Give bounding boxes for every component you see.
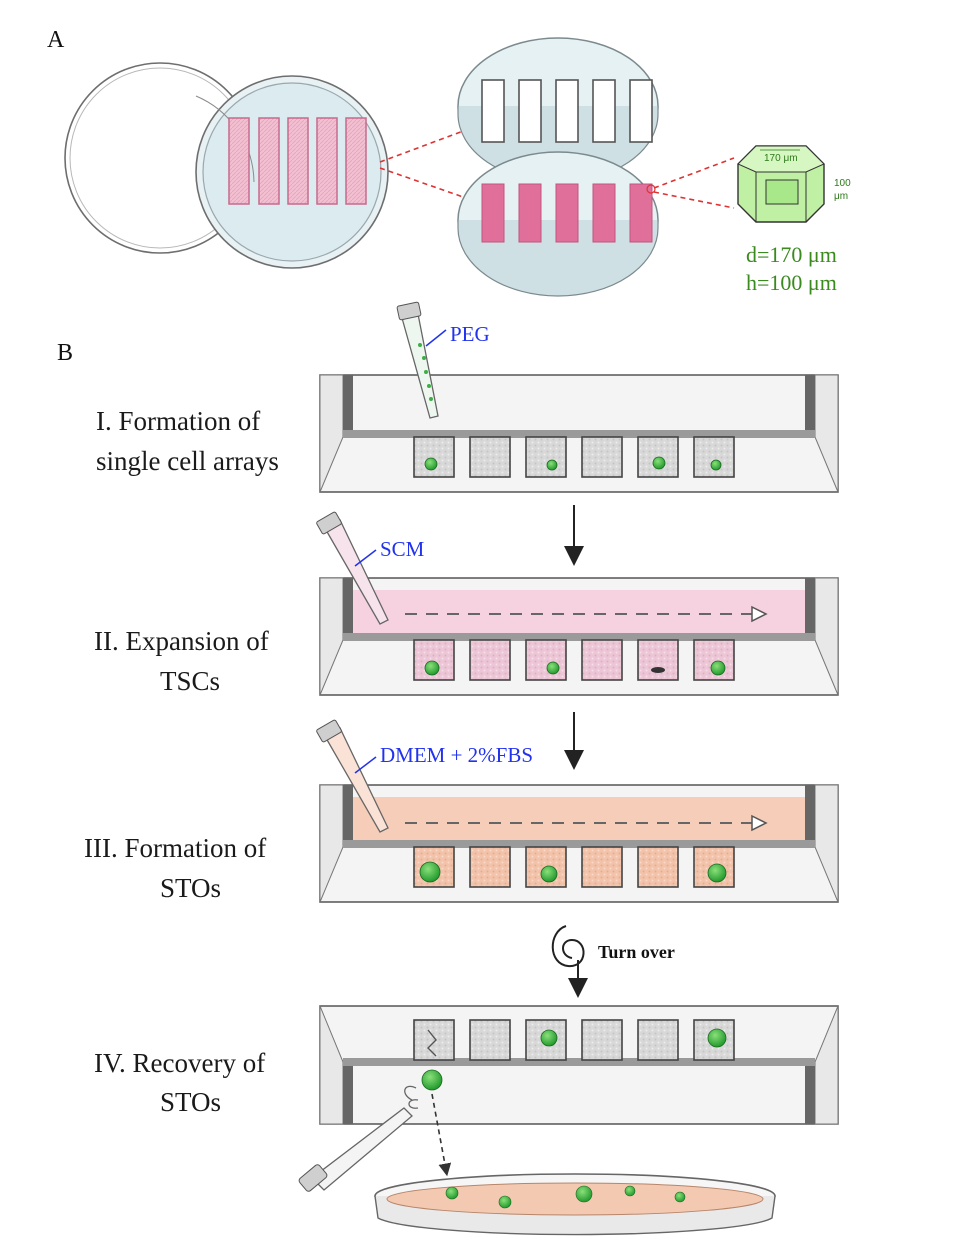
panel-a-petri-dish [64,62,389,269]
cell-icon [424,457,438,471]
cube-width-label: 170 μm [764,153,798,164]
step-2-label-line2: TSCs [160,666,220,696]
cell-icon [624,1185,636,1197]
cell-icon [498,1195,512,1209]
step-3-label-line1: III. Formation of [84,833,266,863]
step-4-wells [413,1019,735,1061]
exploded-bottom-layer [457,151,659,297]
cell-icon [546,661,560,675]
cell-icon [707,863,727,883]
step-3-wells [413,846,735,888]
cell-icon [710,459,722,471]
pipette-icon [298,1085,419,1192]
zoom-connectors [379,129,735,209]
cell-icon [710,660,726,676]
step-4-label-line2: STOs [160,1087,221,1117]
step-2-reagent: SCM [380,537,425,561]
panel-b-letter: B [57,340,73,366]
step-4-chip [319,1005,839,1125]
step-3-chip [319,784,839,903]
height-label: h=100 μm [746,270,837,295]
microwell-cube-icon [737,145,825,223]
pipette-icon [316,511,389,625]
cube-height-label: 100 [834,178,851,189]
flow-arrow-icon [405,605,768,623]
cube-height-unit: μm [834,191,848,202]
dish-wells [228,117,367,205]
step-1-chip [319,374,839,493]
petri-dish-icon [374,1173,776,1236]
step-2-label-line1: II. Expansion of [94,626,269,656]
step-3-reagent: DMEM + 2%FBS [380,743,533,767]
rotate-icon [551,925,588,998]
turn-over-label: Turn over [598,942,675,962]
step-1-label-line1: I. Formation of [96,406,260,436]
cell-icon [575,1185,593,1203]
cell-icon [540,1029,558,1047]
diameter-label: d=170 μm [746,242,837,267]
cell-icon [652,456,666,470]
cell-icon [540,865,558,883]
cell-icon [707,1028,727,1048]
step-2-chip [319,577,839,696]
cell-icon [424,660,440,676]
cell-icon [421,1069,443,1091]
cell-icon [419,861,441,883]
step-1-wells [413,436,735,478]
pipette-icon [396,301,439,419]
step-3-label-line2: STOs [160,873,221,903]
step-1-reagent: PEG [450,322,490,346]
step-2-wells [413,639,735,681]
cell-icon [651,667,665,673]
cell-icon [445,1186,459,1200]
step-4-label-line1: IV. Recovery of [94,1048,265,1078]
flow-arrow-icon [405,814,768,832]
exploded-top-layer [457,37,659,183]
step-1-label-line2: single cell arrays [96,446,279,476]
panel-a-letter: A [47,27,65,53]
cell-icon [546,459,558,471]
cell-icon [674,1191,686,1203]
pipette-icon [316,719,389,833]
